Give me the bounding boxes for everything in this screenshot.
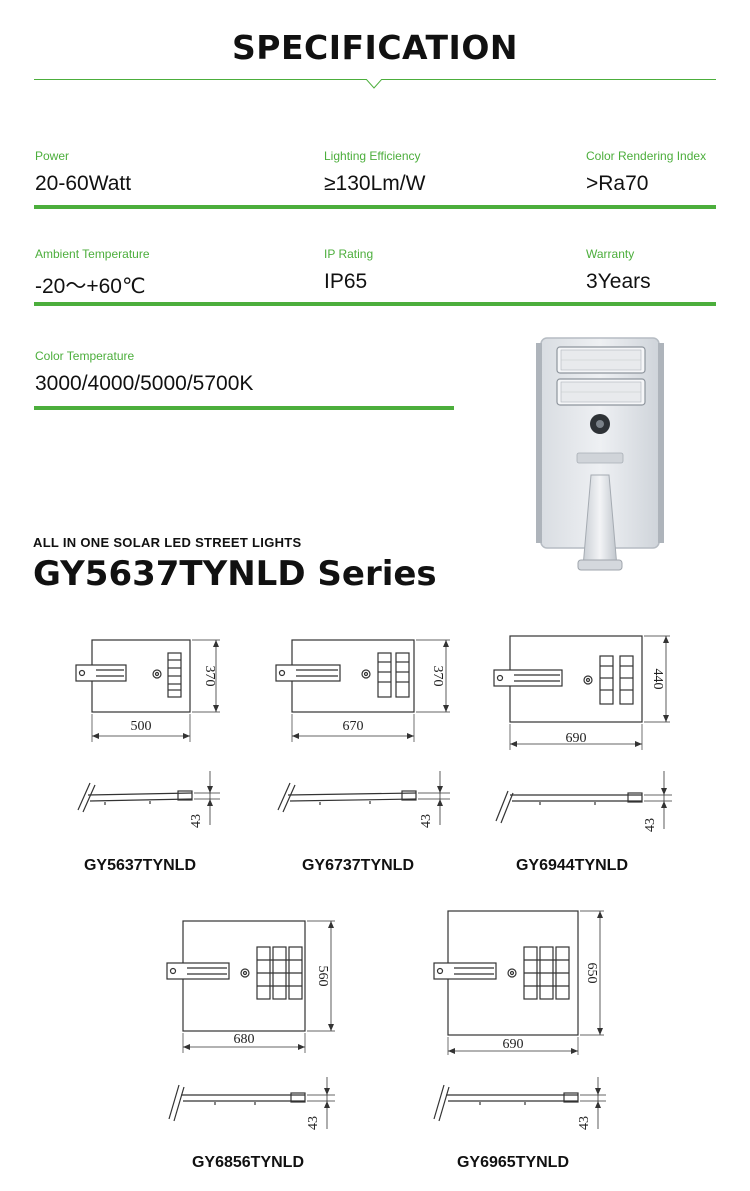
model-label-gy6965tynld: GY6965TYNLD <box>456 1154 570 1171</box>
spec-divider <box>34 205 716 209</box>
series-subtitle: ALL IN ONE SOLAR LED STREET LIGHTS <box>33 535 302 550</box>
spec-value-power: 20-60Watt <box>35 172 132 195</box>
width-dimension: 670 <box>343 719 364 734</box>
depth-dimension: 43 <box>419 814 434 828</box>
spec-value-ambient-temperature: -20～+60℃ <box>35 275 146 298</box>
model-label-gy6737tynld: GY6737TYNLD <box>301 857 415 874</box>
spec-label-cri: Color Rendering Index <box>586 149 707 163</box>
model-label-gy6856tynld: GY6856TYNLD <box>191 1154 305 1171</box>
height-dimension: 560 <box>315 966 330 987</box>
spec-value-ip-rating: IP65 <box>324 270 368 293</box>
spec-label-color-temperature: Color Temperature <box>35 349 135 363</box>
spec-label-ip-rating: IP Rating <box>324 247 374 261</box>
spec-divider <box>34 302 716 306</box>
page-title: SPECIFICATION <box>232 28 518 67</box>
spec-value-efficiency: ≥130Lm/W <box>324 172 426 195</box>
spec-label-power: Power <box>35 149 70 163</box>
width-dimension: 680 <box>234 1032 255 1047</box>
model-label-gy5637tynld: GY5637TYNLD <box>83 857 197 874</box>
depth-dimension: 43 <box>577 1116 592 1130</box>
top-view-drawing-gy6944tynld: 690 440 <box>493 635 670 750</box>
top-view-drawing-gy5637tynld: 500 370 <box>75 639 220 742</box>
height-dimension: 370 <box>202 666 217 687</box>
height-dimension: 370 <box>430 666 445 687</box>
depth-dimension: 43 <box>306 1116 321 1130</box>
top-view-drawing-gy6965tynld: 690 650 <box>433 910 604 1055</box>
side-view-drawing-gy6737tynld: 43 <box>277 771 450 828</box>
spec-label-efficiency: Lighting Efficiency <box>324 149 421 163</box>
model-label-gy6944tynld: GY6944TYNLD <box>515 857 629 874</box>
width-dimension: 690 <box>503 1037 524 1052</box>
side-view-drawing-gy6944tynld: 43 <box>495 771 672 832</box>
header-notch-icon <box>366 79 382 89</box>
side-view-drawing-gy6856tynld: 43 <box>168 1077 335 1130</box>
product-image <box>536 337 664 571</box>
side-view-drawing-gy6965tynld: 43 <box>433 1077 606 1130</box>
depth-dimension: 43 <box>643 818 658 832</box>
spec-divider <box>34 406 454 410</box>
series-title: GY5637TYNLD Series <box>33 554 437 594</box>
top-view-drawing-gy6856tynld: 680 560 <box>166 920 335 1053</box>
depth-dimension: 43 <box>189 814 204 828</box>
spec-value-cri: >Ra70 <box>586 172 649 195</box>
height-dimension: 440 <box>650 669 665 690</box>
spec-value-warranty: 3Years <box>586 270 651 293</box>
width-dimension: 500 <box>131 719 152 734</box>
side-view-drawing-gy5637tynld: 43 <box>77 771 220 828</box>
top-view-drawing-gy6737tynld: 670 370 <box>275 639 450 742</box>
width-dimension: 690 <box>566 731 587 746</box>
height-dimension: 650 <box>584 963 599 984</box>
spec-label-ambient-temperature: Ambient Temperature <box>35 247 150 261</box>
spec-value-color-temperature: 3000/4000/5000/5700K <box>35 372 254 395</box>
spec-label-warranty: Warranty <box>586 247 635 261</box>
